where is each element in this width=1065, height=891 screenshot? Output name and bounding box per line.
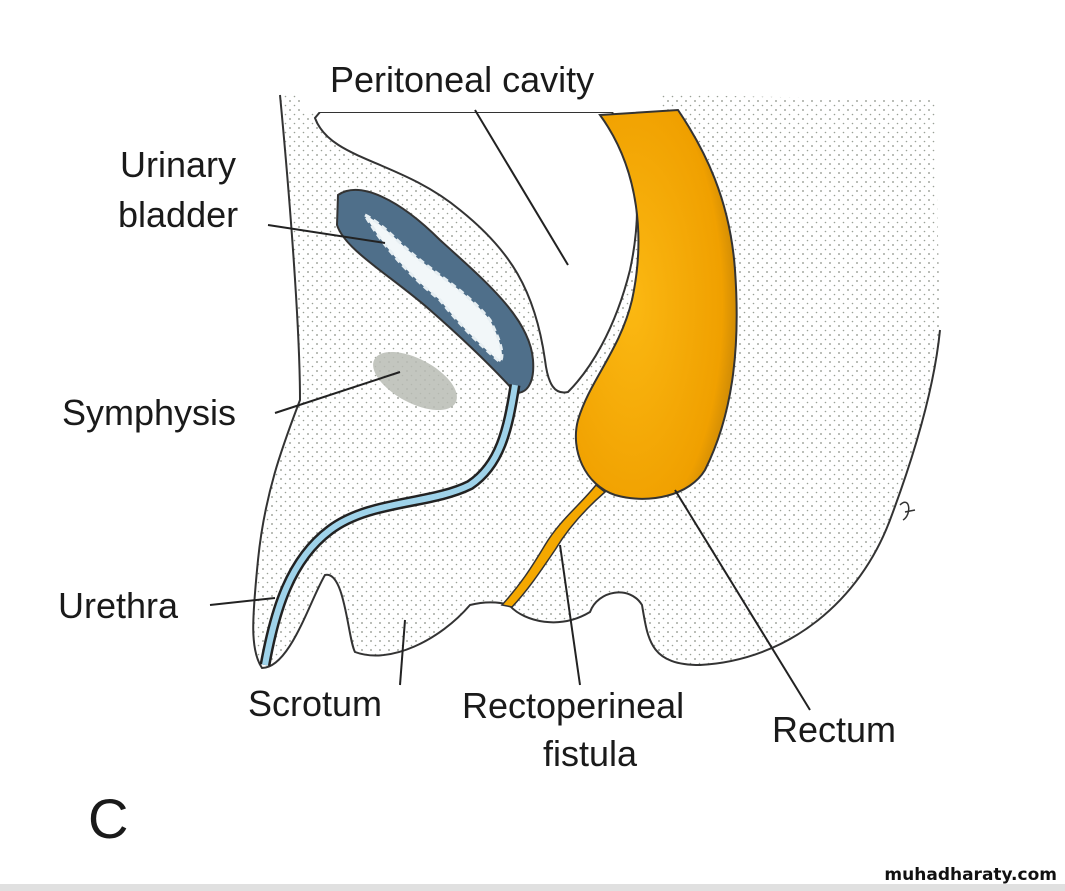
leader-lines [209,109,811,711]
body-outline [252,94,941,670]
rectoperineal-fistula [500,483,607,608]
bottom-bar [0,884,1065,891]
label-peritoneal-cavity: Peritoneal cavity [330,59,594,100]
bladder-lumen [361,211,504,365]
artist-signature [899,501,916,521]
label-urinary-bladder-line1: Urinary [120,144,236,185]
label-symphysis: Symphysis [62,392,236,433]
label-fistula: fistula [543,733,638,774]
label-urethra: Urethra [58,585,179,626]
label-scrotum: Scrotum [248,683,382,724]
panel-letter: C [88,787,128,850]
label-rectum: Rectum [772,709,896,750]
label-rectoperineal: Rectoperineal [462,685,684,726]
symphysis [373,351,457,411]
rectum [574,108,738,500]
label-urinary-bladder-line2: bladder [118,194,238,235]
watermark: muhadharaty.com [884,865,1057,885]
